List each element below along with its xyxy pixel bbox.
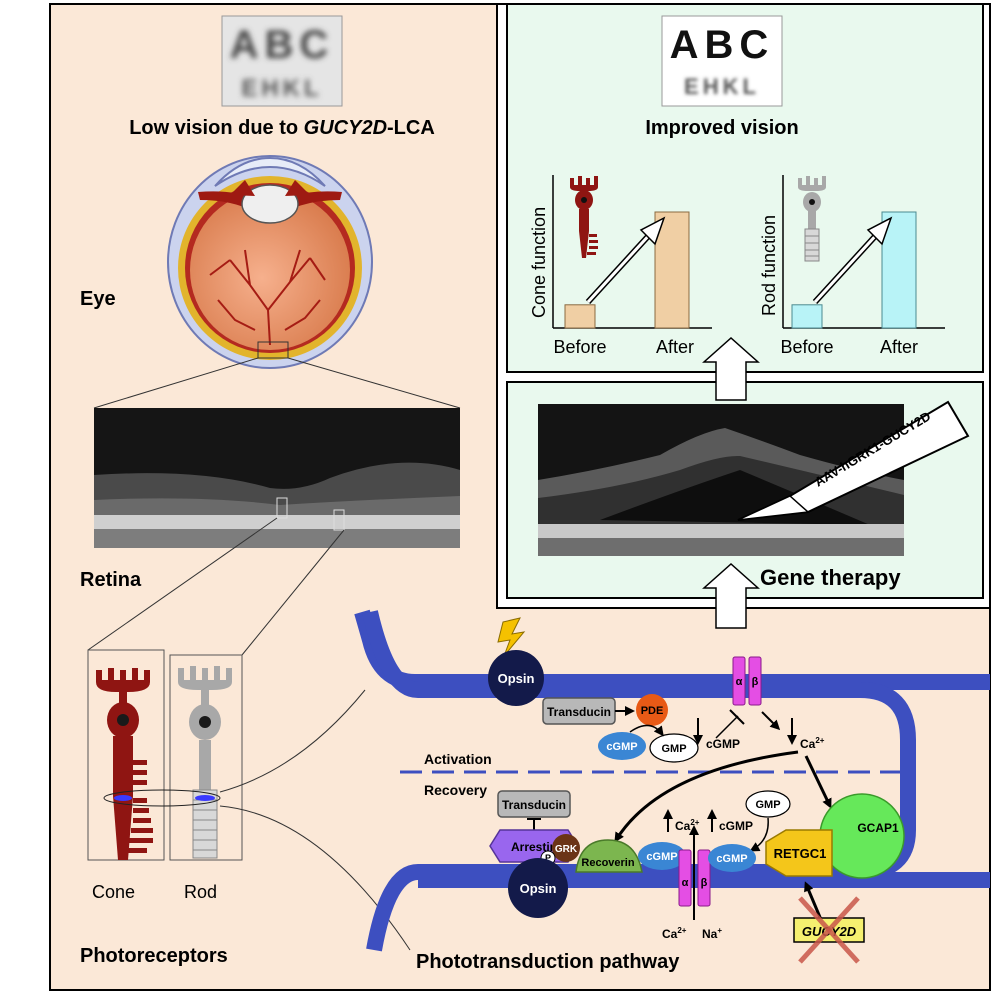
- cone-function-axis-label: Cone function: [529, 207, 549, 318]
- zoom-line-left: [93, 357, 259, 409]
- recovery-label: Recovery: [424, 782, 487, 798]
- phosphate-label: P: [545, 853, 551, 863]
- transducin-top-label: Transducin: [547, 705, 611, 719]
- opsin-bottom: [508, 858, 568, 918]
- rod-box: [169, 654, 243, 861]
- gmp-to-cgmp-arrow: [749, 817, 769, 852]
- channel-beta-bottom: [697, 849, 711, 907]
- zoom-line-cone: [87, 517, 278, 651]
- rod-before-label: Before: [780, 337, 833, 357]
- cgmp-recovery-right: [708, 844, 756, 872]
- cone-icon: [570, 176, 598, 258]
- rod-before-bar: [791, 304, 823, 329]
- ca-down-label: Ca2+: [800, 736, 825, 751]
- rod-after-label: After: [880, 337, 918, 357]
- ion-ca-label: Ca2+: [662, 926, 687, 941]
- ca-to-recoverin-arrow: [614, 750, 799, 843]
- cgmp-recovery-right-label: cGMP: [716, 853, 747, 865]
- rod-function-chart: [782, 175, 945, 329]
- cone-cell: [96, 668, 153, 860]
- channel-inhibit-bar: [729, 709, 745, 725]
- improved-vision-title: Improved vision: [645, 117, 798, 139]
- cone-before-label: Before: [553, 337, 606, 357]
- cone-function-chart: [552, 175, 712, 329]
- pde: [636, 694, 668, 726]
- sharp-chart-row2: EHKL: [684, 74, 760, 99]
- up-arrow-to-gene-therapy: [702, 562, 760, 629]
- cgmp-to-gmp-arrow: [629, 724, 664, 737]
- transducin-bottom-label: Transducin: [502, 798, 566, 812]
- sharp-chart-row1: ABC: [670, 23, 775, 67]
- cone-label: Cone: [92, 882, 135, 902]
- cgmp-down-label: cGMP: [706, 737, 740, 751]
- disc-selection-ellipse: [103, 789, 221, 807]
- cgmp-recovery-left: [638, 842, 686, 870]
- opsin-top-label: Opsin: [498, 671, 535, 686]
- gene-therapy-title: Gene therapy: [760, 565, 901, 590]
- rod-function-axis-label: Rod function: [759, 215, 779, 316]
- left-panel-title: Low vision due to GUCY2D-LCA: [129, 117, 435, 139]
- channel-alpha-top: [732, 656, 746, 706]
- cone-before-bar: [564, 304, 596, 329]
- opsin-top: [488, 650, 544, 706]
- channel-alpha-bottom-label: α: [682, 877, 689, 889]
- ca-up-label: Ca2+: [675, 818, 700, 833]
- cgmp-up-label: cGMP: [719, 819, 753, 833]
- cone-after-bar: [654, 211, 690, 329]
- cone-after-label: After: [656, 337, 694, 357]
- rod-after-bar: [881, 211, 917, 329]
- retina-oct-image: [94, 408, 460, 548]
- ca-to-gcap1-arrow: [804, 755, 832, 809]
- gmp-activation-label: GMP: [661, 743, 686, 755]
- cgmp-activation-label: cGMP: [606, 741, 637, 753]
- blurry-chart-row2: EHKL: [241, 75, 322, 102]
- gmp-recovery: [745, 790, 791, 818]
- injection-needle: [737, 400, 970, 521]
- eye-illustration: [167, 155, 373, 369]
- channel-alpha-top-label: α: [736, 676, 743, 688]
- cgmp-recovery-left-label: cGMP: [646, 851, 677, 863]
- channel-to-ca-arrow: [761, 711, 781, 731]
- cgmp-activation: [598, 732, 646, 760]
- gmp-recovery-label: GMP: [755, 799, 780, 811]
- rod-disc-highlight: [195, 795, 215, 801]
- ion-na-label: Na+: [702, 926, 722, 941]
- up-arrow-to-improved: [702, 336, 760, 401]
- grk-label: GRK: [555, 844, 578, 855]
- blurry-chart-row1: ABC: [230, 23, 335, 67]
- sharp-eye-chart: [661, 15, 783, 107]
- opsin-bottom-label: Opsin: [520, 881, 557, 896]
- retina-label: Retina: [80, 569, 142, 591]
- channel-beta-bottom-label: β: [701, 877, 708, 889]
- pathway-title: Phototransduction pathway: [416, 951, 680, 973]
- activation-label: Activation: [424, 751, 492, 767]
- channel-beta-top: [748, 656, 762, 706]
- zoom-curve-top: [219, 689, 366, 793]
- lightning-icon: [497, 617, 526, 657]
- recoverin-label: Recoverin: [581, 857, 634, 869]
- arrestin-label: Arrestin: [511, 840, 557, 854]
- gmp-activation: [649, 733, 699, 763]
- retgc1: [765, 829, 833, 877]
- rod-label: Rod: [184, 882, 217, 902]
- zoom-line-rod: [241, 529, 345, 656]
- cone-disc-highlight: [114, 795, 132, 801]
- retgc1-label: RETGC1: [774, 846, 827, 861]
- rod-cell: [178, 666, 232, 859]
- grk: [552, 834, 580, 862]
- zoom-line-right: [287, 357, 461, 409]
- blurry-eye-chart: [221, 15, 343, 107]
- transducin-bottom: [497, 790, 571, 818]
- rod-icon: [798, 176, 826, 262]
- gcap1-label: GCAP1: [857, 821, 899, 835]
- channel-inhibit-line: [715, 715, 739, 739]
- photoreceptors-label: Photoreceptors: [80, 945, 228, 967]
- recoverin: [575, 839, 643, 873]
- gene-cross-line-2: [798, 896, 860, 964]
- channel-alpha-bottom: [678, 849, 692, 907]
- channel-beta-top-label: β: [752, 676, 759, 688]
- eye-label: Eye: [80, 288, 116, 310]
- pde-label: PDE: [641, 705, 664, 717]
